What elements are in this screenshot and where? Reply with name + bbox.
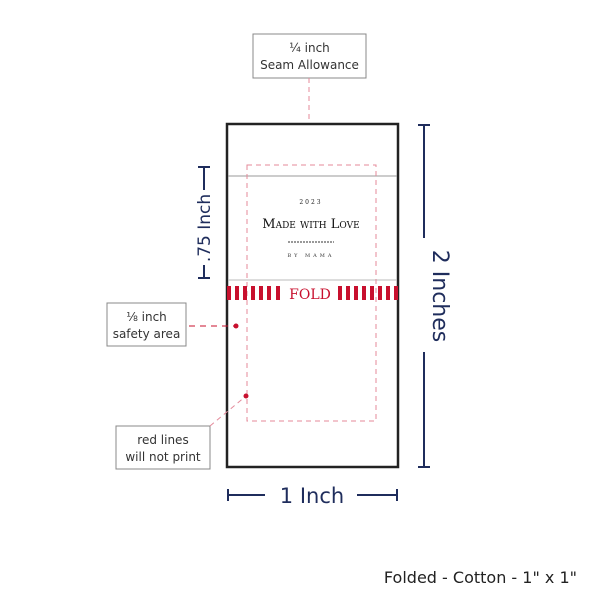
- fold-stripes-left: [227, 286, 280, 300]
- fold-label: FOLD: [289, 287, 331, 303]
- red-lines-callout-box: [115, 425, 211, 470]
- red-lines-leader-line: [209, 395, 247, 427]
- red-lines-callout-line1: red lines: [137, 433, 188, 447]
- label-title: Made with Love: [262, 217, 359, 232]
- red-lines-dot: [243, 393, 249, 399]
- product-caption: Folded - Cotton - 1" x 1": [384, 568, 577, 587]
- width-dimension: [227, 489, 398, 501]
- fold-height-label: .75 Inch: [195, 194, 215, 262]
- label-byline: BY MAMA: [288, 253, 335, 259]
- seam-callout-line1: ¼ inch: [289, 41, 330, 55]
- total-height-label: 2 Inches: [427, 250, 452, 342]
- seam-callout-box: [252, 33, 367, 79]
- seam-callout-line2: Seam Allowance: [260, 58, 359, 72]
- total-height-dimension: [418, 124, 430, 468]
- red-lines-callout-line2: will not print: [125, 450, 201, 464]
- safety-dot: [233, 323, 239, 329]
- safety-callout-line1: ⅛ inch: [126, 310, 167, 324]
- label-year: 2023: [299, 199, 322, 206]
- fold-stripes-right: [338, 286, 398, 300]
- safety-callout-line2: safety area: [113, 327, 181, 341]
- width-label: 1 Inch: [280, 484, 344, 508]
- fold-height-dimension: [198, 166, 210, 279]
- safety-callout-box: [106, 302, 187, 347]
